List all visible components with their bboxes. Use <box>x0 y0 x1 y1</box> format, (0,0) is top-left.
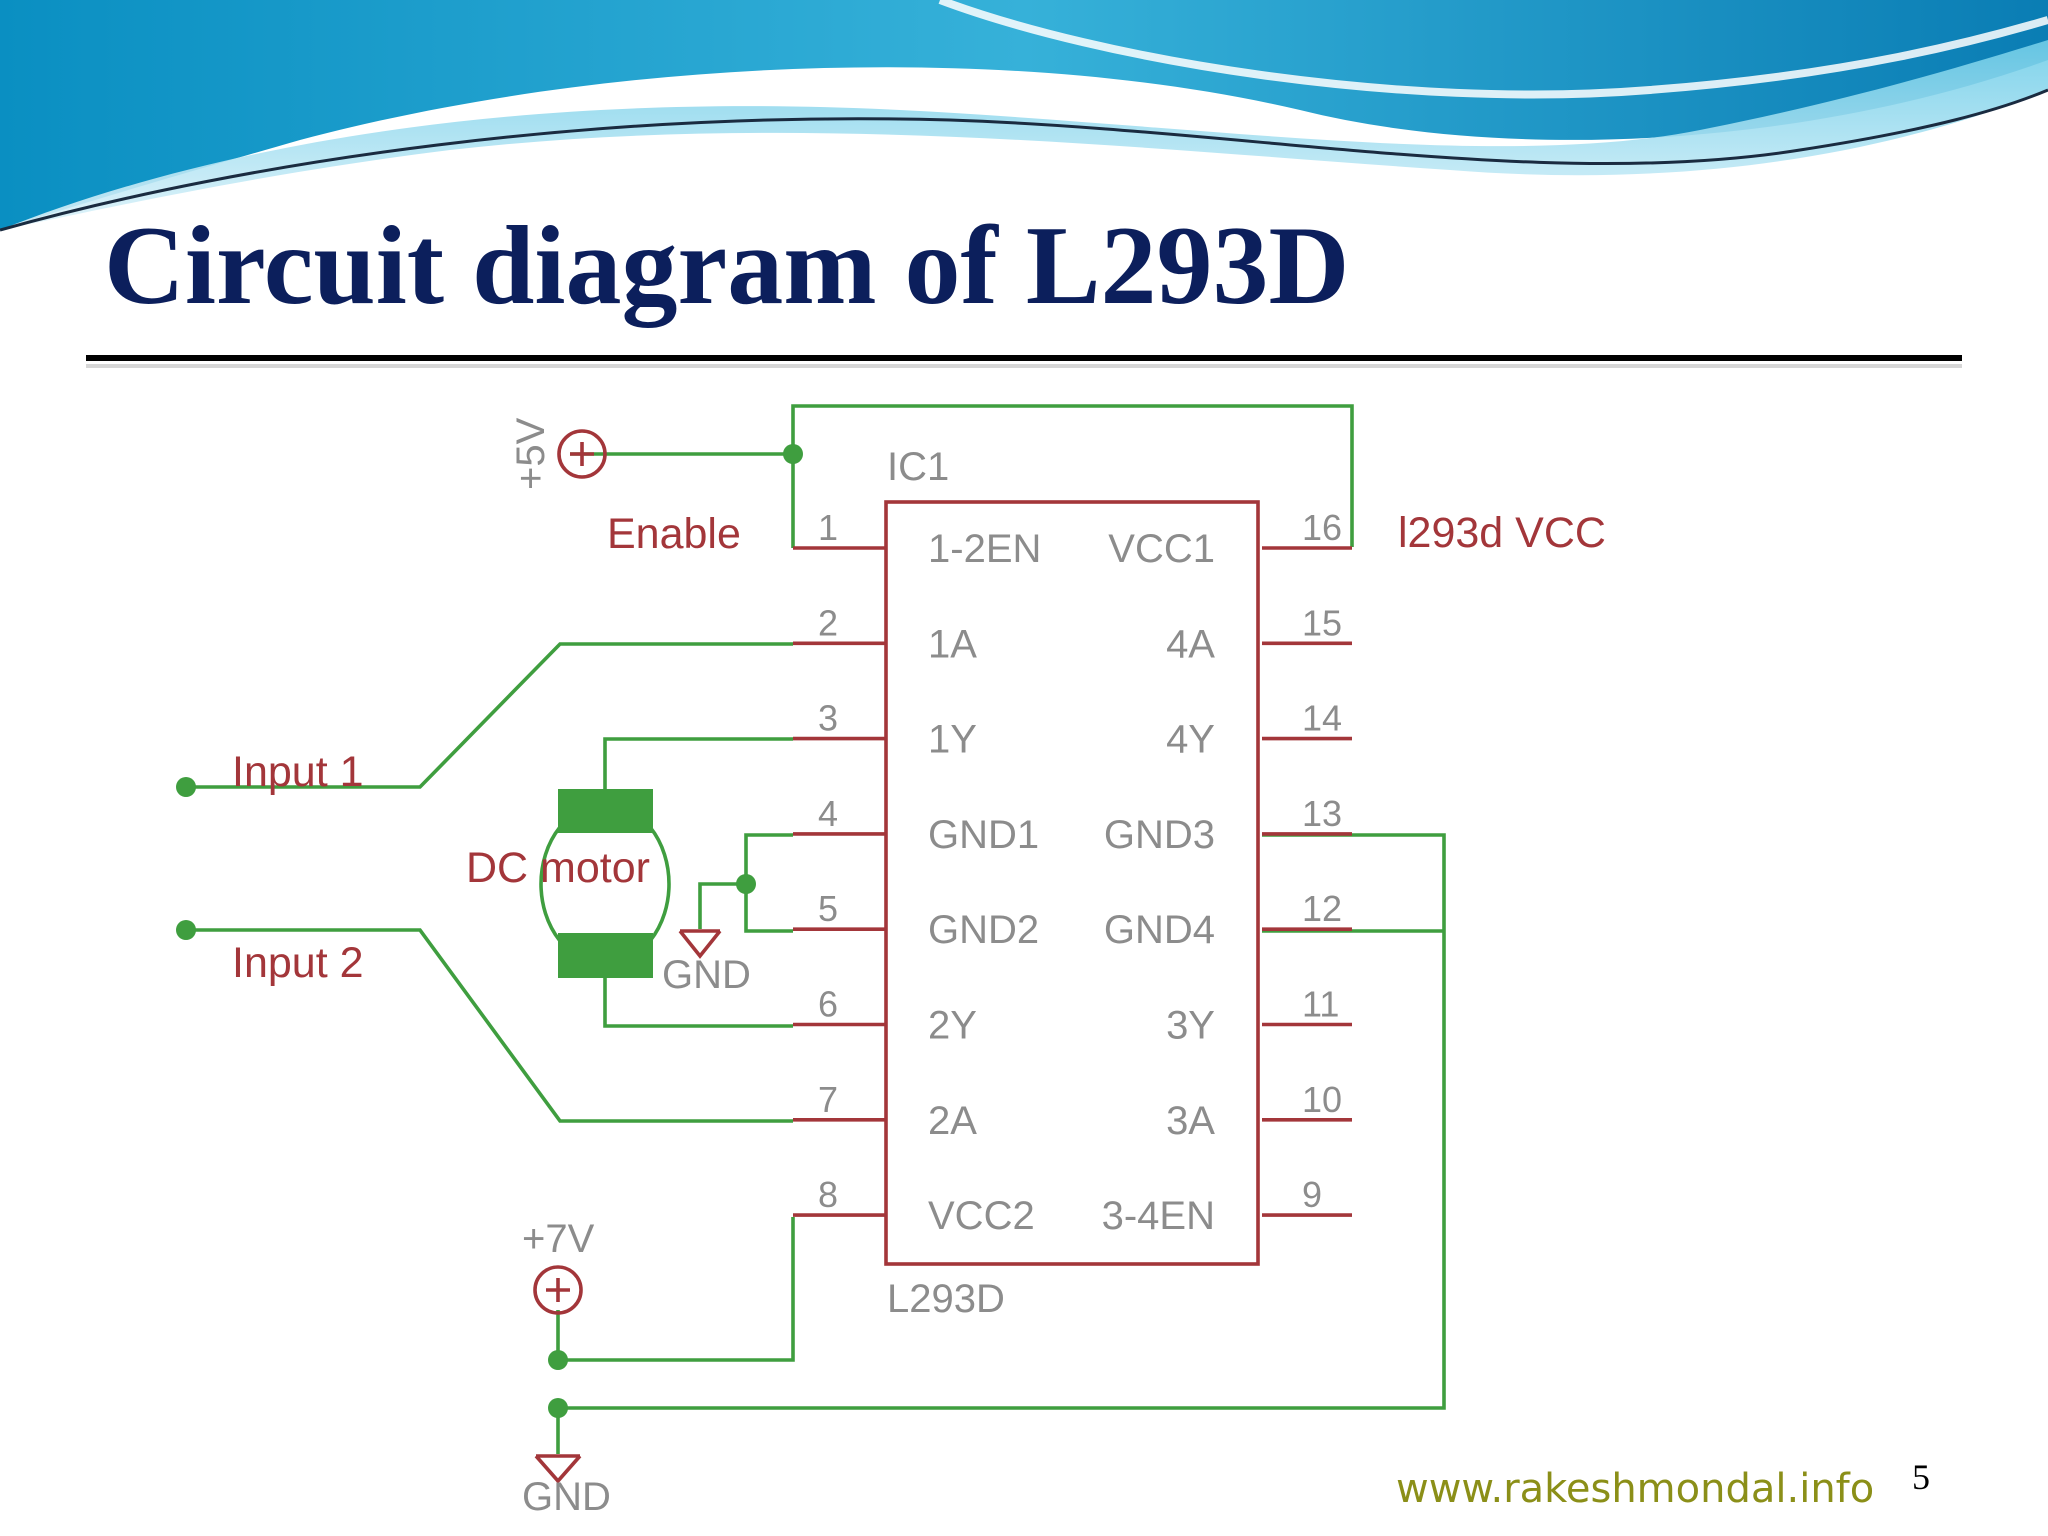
supply-7v-label: +7V <box>522 1217 595 1261</box>
wire-motor-bottom <box>603 978 793 1028</box>
gnd-bottom-label: GND <box>522 1475 611 1519</box>
wire-gnd34 <box>556 833 1446 1454</box>
footer-url[interactable]: www.rakeshmondal.info <box>1396 1466 1875 1512</box>
ground-symbol-bottom <box>534 1454 582 1484</box>
input1-terminal <box>176 777 196 797</box>
pin-name: VCC2 <box>928 1194 1035 1238</box>
motor-label: DC motor <box>466 844 650 892</box>
pin-number: 12 <box>1302 888 1342 929</box>
pin-number: 16 <box>1302 507 1342 548</box>
junction-dot <box>548 1350 568 1370</box>
pin-name: 1Y <box>928 718 977 762</box>
ic-ref-label: IC1 <box>887 445 949 489</box>
wire-input2 <box>186 928 793 1123</box>
input1-label: Input 1 <box>232 748 364 796</box>
pin-number: 10 <box>1302 1079 1342 1120</box>
pin-number: 8 <box>818 1174 838 1215</box>
pin-name: GND2 <box>928 908 1039 952</box>
wire-vcc1-loop <box>791 404 1354 547</box>
pin-name: 4Y <box>1166 718 1215 762</box>
dc-motor <box>539 789 671 978</box>
pin-number: 11 <box>1302 984 1339 1025</box>
junction-dot <box>548 1398 568 1418</box>
wire-7v <box>556 1217 795 1362</box>
pin-name: GND3 <box>1104 813 1215 857</box>
ic-body <box>884 500 1260 1266</box>
ic-l293d: 1 1-2EN 2 1A 3 1Y 4 GND1 5 GND2 6 2Y 7 2A 8 VCC2 16 VCC1 1… <box>793 500 1352 1266</box>
pin-number: 13 <box>1302 793 1342 834</box>
pin-name: 3Y <box>1166 1004 1215 1048</box>
wire-junctions <box>176 444 803 1418</box>
slide-title: Circuit diagram of L293D <box>104 204 1350 328</box>
ground-symbol-mid <box>678 929 722 959</box>
pin-number: 14 <box>1302 698 1342 739</box>
pin-number: 15 <box>1302 602 1342 643</box>
supply-7v-symbol <box>533 1265 583 1315</box>
pin-name: GND4 <box>1104 908 1215 952</box>
pin-name: 3A <box>1166 1099 1215 1143</box>
pin-number: 9 <box>1302 1174 1322 1215</box>
pin-name: 4A <box>1166 622 1215 666</box>
pin-name: 1-2EN <box>928 527 1041 571</box>
motor-brush-top <box>558 789 653 833</box>
junction-dot <box>736 874 756 894</box>
pin-number: 4 <box>818 793 838 834</box>
pin-number: 3 <box>818 698 838 739</box>
supply-5v-symbol <box>557 429 607 479</box>
wire-gnd-mid <box>698 882 746 929</box>
ic-name-label: L293D <box>887 1277 1005 1321</box>
motor-brush-bottom <box>558 933 653 978</box>
pin-name: 2A <box>928 1099 977 1143</box>
page-number: 5 <box>1912 1457 1930 1497</box>
pin-name: VCC1 <box>1108 527 1215 571</box>
pin-number: 1 <box>818 507 838 548</box>
pin-name: 1A <box>928 622 977 666</box>
wire-input1 <box>186 642 793 789</box>
input2-label: Input 2 <box>232 939 364 987</box>
pin-name: GND1 <box>928 813 1039 857</box>
supply-5v-label: +5V <box>509 417 553 490</box>
input2-terminal <box>176 920 196 940</box>
pin-number: 7 <box>818 1079 838 1120</box>
junction-dot <box>783 444 803 464</box>
header-wave <box>0 0 2048 232</box>
pin-number: 6 <box>818 984 838 1025</box>
pin-name: 3-4EN <box>1102 1194 1215 1238</box>
wire-motor-top <box>603 737 793 789</box>
pin-number: 2 <box>818 602 838 643</box>
pin-number: 5 <box>818 888 838 929</box>
gnd-mid-label: GND <box>662 953 751 997</box>
enable-label: Enable <box>607 510 741 558</box>
pin-name: 2Y <box>928 1004 977 1048</box>
vcc-label: l293d VCC <box>1398 509 1606 557</box>
